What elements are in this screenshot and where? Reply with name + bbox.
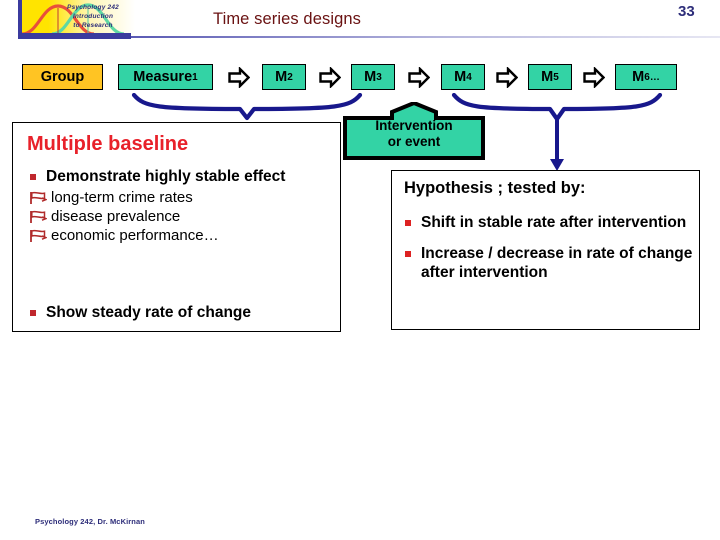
right-block-arrow-icon-4: [496, 67, 518, 88]
logo-text-line-3: to Research: [73, 22, 113, 29]
multiple-baseline-bullet-list: Demonstrate highly stable effect long-te…: [27, 167, 327, 245]
right-block-arrow-icon-2: [319, 67, 341, 88]
logo-text-line-2: Introduction: [72, 13, 114, 20]
list-item-label: economic performance…: [51, 227, 219, 244]
right-block-arrow-icon-1: [228, 67, 250, 88]
measure-sub-1: 1: [192, 71, 198, 83]
header-rule: [131, 36, 720, 38]
square-bullet-icon: [30, 174, 36, 180]
list-item: long-term crime rates: [27, 188, 327, 207]
measure-label-6: M: [632, 69, 645, 85]
flag-bullet-icon: [30, 229, 47, 242]
multiple-baseline-panel: Multiple baseline Demonstrate highly sta…: [12, 122, 341, 332]
list-item-label: Increase / decrease in rate of change af…: [421, 245, 693, 281]
multiple-baseline-bullet-list-2: Show steady rate of change: [27, 303, 327, 324]
measure-label-4: M: [454, 69, 467, 85]
measure-sub-4: 4: [466, 71, 472, 83]
hypothesis-panel: Hypothesis ; tested by: Shift in stable …: [391, 170, 700, 330]
right-measures-brace-with-arrow: [451, 93, 663, 171]
square-bullet-icon: [405, 220, 411, 226]
logo-bell-curves-icon: [21, 3, 125, 36]
list-item-label: Shift in stable rate after intervention: [421, 214, 687, 231]
right-block-arrow-icon-3: [408, 67, 430, 88]
measure-sub-6: 6…: [644, 71, 660, 83]
page-number: 33: [678, 3, 695, 20]
callout-line-1: Intervention: [375, 118, 453, 133]
hypothesis-bullet-list: Shift in stable rate after intervention …: [402, 213, 694, 294]
list-item: Show steady rate of change: [27, 303, 327, 322]
list-item: Increase / decrease in rate of change af…: [402, 244, 694, 282]
measure-label-2: M: [275, 69, 288, 85]
logo-left-bar: [18, 0, 22, 38]
list-item-label: Demonstrate highly stable effect: [46, 168, 286, 185]
list-item-label: disease prevalence: [51, 208, 181, 225]
measure-sub-2: 2: [287, 71, 293, 83]
intervention-callout: Intervention or event: [340, 100, 488, 160]
measure-label-5: M: [541, 69, 554, 85]
header-accent-bar: [18, 33, 131, 39]
callout-line-2: or event: [387, 134, 441, 149]
logo-text-line-1: Psychology 242: [67, 4, 119, 11]
footer-text: Psychology 242, Dr. McKirnan: [35, 517, 145, 526]
list-item-label: Show steady rate of change: [46, 304, 251, 321]
list-item: Demonstrate highly stable effect: [27, 167, 327, 186]
left-measures-brace: [131, 93, 363, 121]
multiple-baseline-heading: Multiple baseline: [27, 133, 189, 155]
flag-bullet-icon: [30, 210, 47, 223]
measure-sub-3: 3: [376, 71, 382, 83]
list-item: Shift in stable rate after intervention: [402, 213, 694, 232]
list-item: economic performance…: [27, 226, 327, 245]
measure-label-3: M: [364, 69, 377, 85]
logo-text: Psychology 242 Introduction to Research: [48, 3, 135, 30]
measure-sub-5: 5: [553, 71, 559, 83]
square-bullet-icon: [30, 310, 36, 316]
up-arrow-callout-shape-icon: [343, 100, 485, 160]
list-item: disease prevalence: [27, 207, 327, 226]
page-title: Time series designs: [213, 10, 362, 28]
flag-bullet-icon: [30, 191, 47, 204]
right-block-arrow-icon-5: [583, 67, 605, 88]
hypothesis-heading: Hypothesis ; tested by:: [404, 179, 586, 197]
group-label: Group: [40, 69, 85, 85]
list-item-label: long-term crime rates: [51, 189, 193, 206]
course-logo: Psychology 242 Introduction to Research: [18, 0, 135, 38]
group-box: Group: [22, 64, 103, 90]
square-bullet-icon: [405, 251, 411, 257]
intervention-callout-text: Intervention or event: [340, 118, 488, 150]
measure-label-1: Measure: [133, 69, 193, 85]
